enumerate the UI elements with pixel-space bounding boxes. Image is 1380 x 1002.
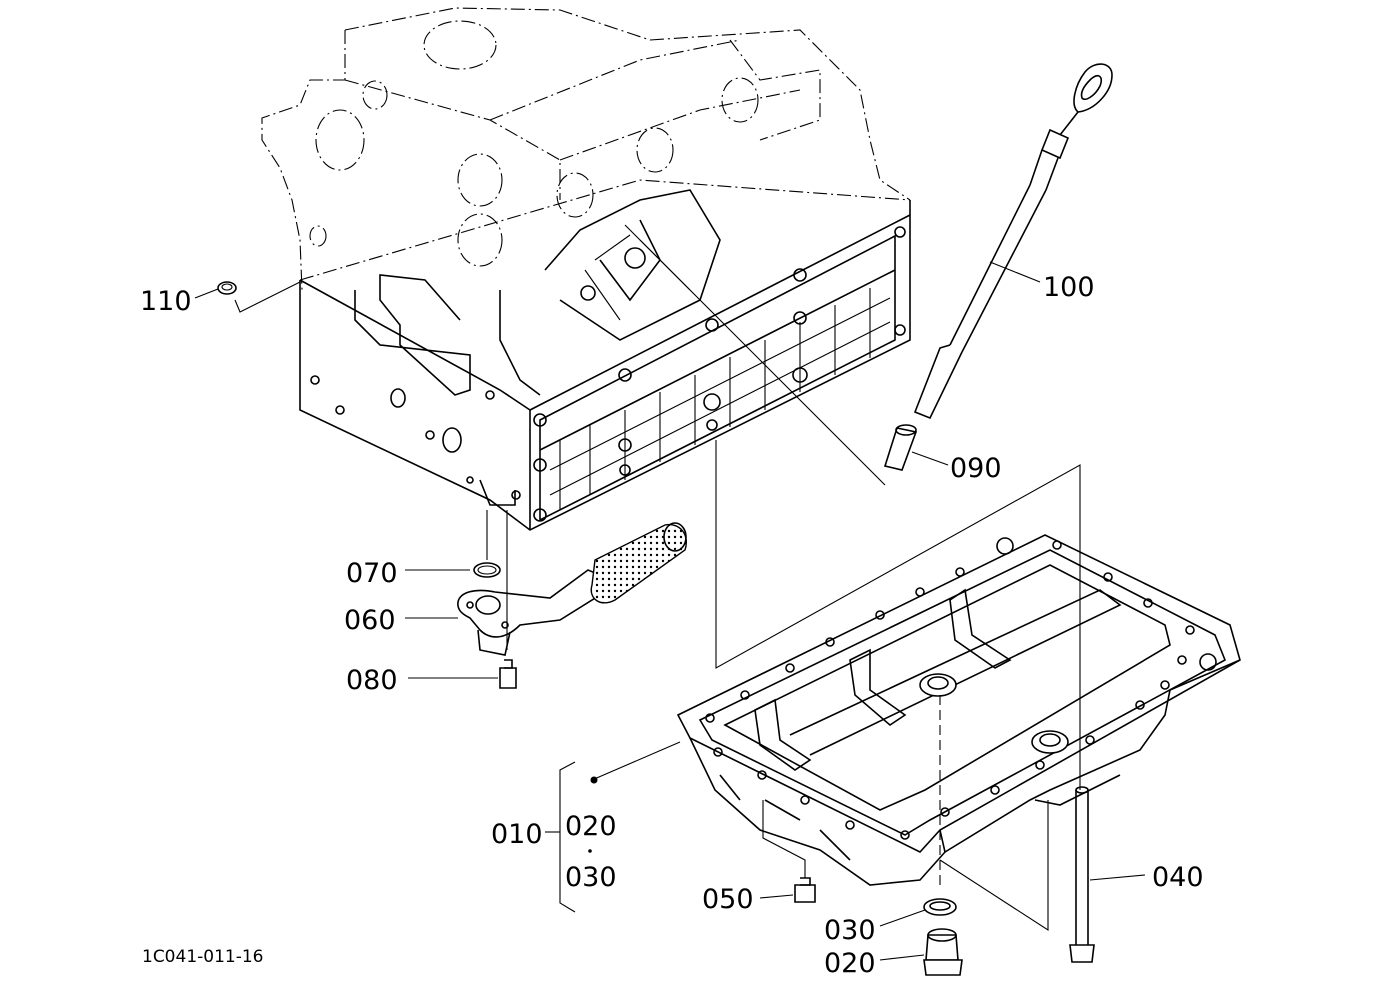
assembly-lines bbox=[234, 224, 1081, 932]
plug-110 bbox=[217, 281, 237, 295]
stud-bolt-040 bbox=[1069, 786, 1095, 963]
label-040: 040 bbox=[1152, 862, 1204, 893]
label-070: 070 bbox=[346, 558, 398, 589]
set-bracket bbox=[545, 761, 598, 913]
leader-lines bbox=[194, 261, 1146, 961]
gasket-030 bbox=[923, 898, 957, 916]
flange-bolt-holes bbox=[310, 226, 906, 522]
oil-pan-010 bbox=[676, 534, 1241, 886]
label-050: 050 bbox=[702, 884, 754, 915]
label-110: 110 bbox=[140, 286, 192, 317]
drawing-code: 1C041-011-16 bbox=[142, 947, 263, 967]
engine-block bbox=[261, 7, 911, 531]
label-060: 060 bbox=[344, 605, 396, 636]
pan-flange-holes bbox=[705, 537, 1217, 840]
label-010: 010 bbox=[491, 819, 543, 850]
bolt-050 bbox=[794, 877, 816, 903]
label-030: 030 bbox=[824, 915, 876, 946]
label-030-set: 030 bbox=[565, 862, 617, 893]
label-090: 090 bbox=[950, 453, 1002, 484]
o-ring-070 bbox=[473, 562, 501, 578]
drain-plug-020 bbox=[923, 928, 963, 976]
bolt-080 bbox=[499, 659, 517, 689]
oil-strainer-060 bbox=[457, 522, 687, 656]
dipstick-guide-090 bbox=[883, 424, 918, 471]
label-100: 100 bbox=[1043, 272, 1095, 303]
label-020: 020 bbox=[824, 948, 876, 979]
dipstick-100 bbox=[913, 63, 1113, 420]
label-080: 080 bbox=[346, 665, 398, 696]
label-020-set: 020 bbox=[565, 811, 617, 842]
